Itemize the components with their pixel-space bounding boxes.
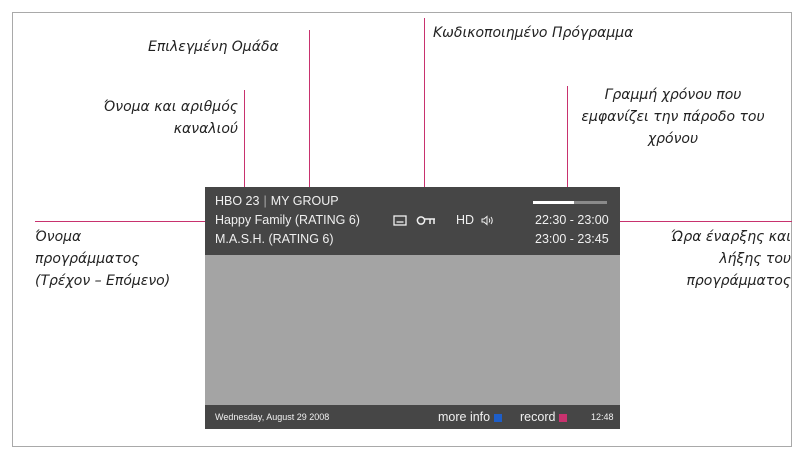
subtitles-icon — [393, 215, 407, 226]
current-time-range: 22:30 - 23:00 — [535, 213, 609, 227]
record-label: record — [520, 410, 556, 424]
time-progress-bar — [533, 201, 607, 204]
current-program-name: Happy Family (RATING 6) — [215, 213, 360, 227]
label-program-name: Όνομα προγράμματος (Τρέχον – Επόμενο) — [35, 226, 170, 292]
label-start-end-line2: λήξης του — [719, 251, 791, 267]
pointer-line-program — [35, 221, 212, 222]
pointer-line-channel — [244, 90, 245, 194]
hd-badge: HD — [456, 213, 475, 227]
label-channel-name-line1: Όνομα και αριθμός — [103, 99, 239, 115]
label-start-end-line3: προγράμματος — [686, 273, 791, 289]
time-progress-fill — [533, 201, 574, 204]
red-key-icon — [559, 413, 568, 422]
group-name: MY GROUP — [270, 194, 339, 208]
label-program-name-line3: (Τρέχον – Επόμενο) — [35, 273, 171, 289]
label-timeline-line1: Γραμμή χρόνου που — [604, 87, 742, 103]
header-separator: | — [263, 194, 267, 208]
date-text: Wednesday, August 29 2008 — [215, 412, 330, 422]
tv-screen: HBO 23|MY GROUP Happy Family (RATING 6) … — [205, 187, 620, 429]
label-channel-name: Όνομα και αριθμός καναλιού — [90, 96, 239, 140]
next-program-name: M.A.S.H. (RATING 6) — [215, 232, 334, 246]
next-time-range: 23:00 - 23:45 — [535, 232, 609, 246]
label-channel-name-line2: καναλιού — [173, 121, 238, 137]
footer-bar: Wednesday, August 29 2008 more info reco… — [205, 405, 620, 429]
audio-icon — [481, 215, 493, 226]
diagram-frame — [12, 12, 792, 447]
key-icon — [416, 216, 435, 225]
record-button[interactable]: record — [520, 410, 568, 424]
label-start-end-line1: Ώρα έναρξης και — [670, 229, 791, 245]
channel-name: HBO 23 — [215, 194, 260, 208]
label-encrypted-program: Κωδικοποιημένο Πρόγραμμα — [433, 25, 634, 41]
pointer-line-timeline — [567, 86, 568, 202]
label-selected-group: Επιλεγμένη Ομάδα — [148, 39, 279, 55]
label-timeline-line3: χρόνου — [647, 131, 699, 147]
clock-text: 12:48 — [591, 412, 614, 422]
pointer-line-group — [309, 30, 310, 194]
pointer-line-start-end — [608, 221, 792, 222]
more-info-button[interactable]: more info — [438, 410, 503, 424]
more-info-label: more info — [438, 410, 491, 424]
info-banner: HBO 23|MY GROUP Happy Family (RATING 6) … — [205, 187, 620, 255]
label-timeline: Γραμμή χρόνου που εμφανίζει την πάροδο τ… — [563, 84, 783, 150]
label-program-name-line2: προγράμματος — [35, 251, 140, 267]
blue-key-icon — [494, 413, 503, 422]
channel-header: HBO 23|MY GROUP — [215, 194, 339, 208]
label-timeline-line2: εμφανίζει την πάροδο του — [581, 109, 765, 125]
pointer-line-encrypted — [424, 18, 425, 210]
label-program-name-line1: Όνομα — [35, 229, 82, 245]
label-start-end-time: Ώρα έναρξης και λήξης του προγράμματος — [626, 226, 791, 292]
